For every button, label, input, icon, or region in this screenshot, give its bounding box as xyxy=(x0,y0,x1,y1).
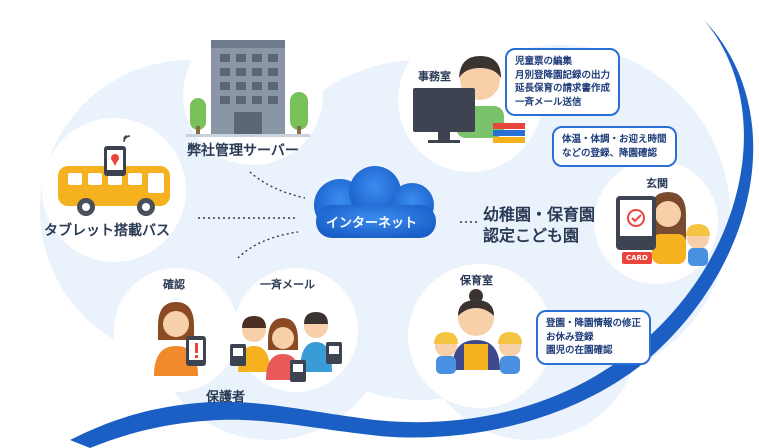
entrance-teacher-icon xyxy=(650,192,686,264)
room-speech-bubble: 登園・降園情報の修正 お休み登録 園児の在園確認 xyxy=(536,310,652,365)
office-bubble-line: 延長保育の請求書作成 xyxy=(515,83,611,94)
confirm-label: 確認 xyxy=(163,278,185,291)
cloud-label: インターネット xyxy=(326,216,418,231)
room-bubble-line: 登園・降園情報の修正 xyxy=(546,318,642,329)
room-bubble-line: お休み登録 xyxy=(546,331,594,343)
entrance-bubble-line: などの登録、降園確認 xyxy=(562,147,658,159)
child-right-icon xyxy=(498,332,522,374)
mail-tablet-icons xyxy=(230,342,342,382)
facility-name-line-1: 幼稚園・保育園 xyxy=(483,205,596,224)
tablet-location-icon xyxy=(104,135,131,176)
facility-name: 幼稚園・保育園 認定こども園 xyxy=(483,204,595,246)
office-bubble-line: 児童票の編集 xyxy=(515,56,573,67)
entrance-bubble-line: 体温・体調・お迎え時間 xyxy=(562,134,667,145)
office-bubble-line: 月別登降園記録の出力 xyxy=(515,69,611,81)
server-label: 弊社管理サーバー xyxy=(187,143,299,159)
card-badge: CARD xyxy=(622,252,652,264)
room-bubble-line: 園児の在園確認 xyxy=(546,345,613,356)
parents-label: 保護者 xyxy=(206,390,246,405)
facility-name-line-2: 認定こども園 xyxy=(483,226,580,245)
confirm-parent-icon xyxy=(154,302,198,376)
office-bubble-line: 一斉メール送信 xyxy=(515,96,582,108)
card-reader-icon xyxy=(616,196,656,250)
nursery-teacher-icon xyxy=(452,289,500,370)
child-icon xyxy=(686,224,710,266)
office-label: 事務室 xyxy=(418,70,451,83)
child-left-icon xyxy=(434,332,458,374)
cloud-icon xyxy=(314,166,436,238)
office-speech-bubble: 児童票の編集 月別登降園記録の出力 延長保育の請求書作成 一斉メール送信 xyxy=(505,48,621,116)
connector-lines xyxy=(198,171,478,259)
alert-tablet-icon xyxy=(186,336,206,366)
bus-label: タブレット搭載バス xyxy=(44,223,170,239)
computer-monitor-icon xyxy=(413,88,475,143)
broadcast-mail-label: 一斉メール xyxy=(260,278,315,291)
building-icon xyxy=(186,40,310,137)
books-icon xyxy=(493,123,525,143)
nursery-room-label: 保育室 xyxy=(460,274,493,287)
entrance-speech-bubble: 体温・体調・お迎え時間 などの登録、降園確認 xyxy=(552,126,677,167)
entrance-label: 玄関 xyxy=(646,177,668,190)
